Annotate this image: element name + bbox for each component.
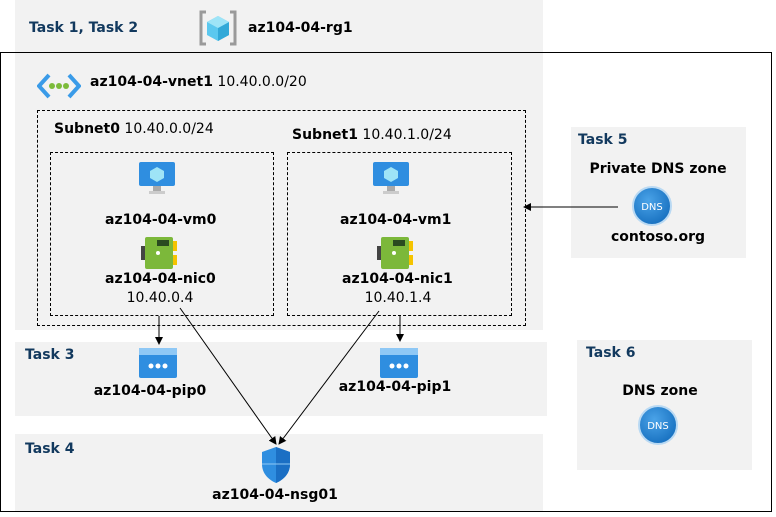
vnet-address: 10.40.0.0/20 bbox=[217, 74, 307, 90]
private-dns-title: Private DNS zone bbox=[589, 161, 727, 177]
vnet-label: az104-04-vnet1 10.40.0.0/20 bbox=[90, 74, 307, 90]
subnet0-address: 10.40.0.0/24 bbox=[124, 121, 214, 137]
task6-label: Task 6 bbox=[586, 345, 636, 361]
subnet1-address: 10.40.1.0/24 bbox=[362, 127, 452, 143]
nic0-icon bbox=[141, 237, 177, 269]
nic1-ip: 10.40.1.4 bbox=[364, 290, 432, 306]
vm0-name: az104-04-vm0 bbox=[105, 212, 217, 228]
vm1-icon bbox=[373, 162, 409, 194]
task4-label: Task 4 bbox=[25, 441, 75, 457]
task6-panel bbox=[577, 340, 752, 470]
resource-group-name: az104-04-rg1 bbox=[248, 20, 353, 36]
task-1-2-label: Task 1, Task 2 bbox=[29, 20, 139, 36]
subscription-frame bbox=[0, 52, 772, 512]
subnet0-boundary bbox=[50, 152, 274, 316]
vm0-icon bbox=[139, 162, 175, 194]
nic1-name: az104-04-nic1 bbox=[342, 271, 453, 287]
subnet0-label: Subnet0 10.40.0.0/24 bbox=[54, 121, 214, 137]
vnet-name: az104-04-vnet1 bbox=[90, 74, 213, 90]
pip1-name: az104-04-pip1 bbox=[338, 379, 452, 395]
vnet-icon bbox=[37, 73, 81, 99]
dns-zone-icon: DNS bbox=[638, 405, 678, 445]
vnet-boundary bbox=[37, 110, 526, 326]
task5-label: Task 5 bbox=[578, 132, 628, 148]
private-dns-zone-name: contoso.org bbox=[610, 229, 705, 245]
nic1-icon bbox=[377, 237, 413, 269]
subnet1-boundary bbox=[287, 152, 512, 316]
pip0-icon bbox=[139, 348, 177, 378]
vm1-name: az104-04-vm1 bbox=[340, 212, 452, 228]
resource-group-icon bbox=[199, 10, 237, 46]
rg-panel bbox=[15, 0, 543, 330]
private-dns-icon: DNS bbox=[632, 186, 672, 226]
task3-panel bbox=[15, 342, 547, 416]
task3-label: Task 3 bbox=[25, 347, 75, 363]
nsg-name: az104-04-nsg01 bbox=[212, 487, 338, 503]
subnet0-name: Subnet0 bbox=[54, 121, 120, 137]
subnet1-name: Subnet1 bbox=[292, 127, 358, 143]
nsg-shield-icon bbox=[262, 447, 290, 483]
nic0-name: az104-04-nic0 bbox=[105, 271, 216, 287]
pip0-name: az104-04-pip0 bbox=[93, 383, 207, 399]
arrow-nic1-to-nsg bbox=[278, 310, 380, 445]
pip1-icon bbox=[380, 348, 418, 378]
nic0-ip: 10.40.0.4 bbox=[126, 290, 194, 306]
subnet1-label: Subnet1 10.40.1.0/24 bbox=[292, 127, 452, 143]
dns-zone-title: DNS zone bbox=[622, 383, 698, 399]
arrow-nic0-to-nsg bbox=[179, 307, 277, 445]
